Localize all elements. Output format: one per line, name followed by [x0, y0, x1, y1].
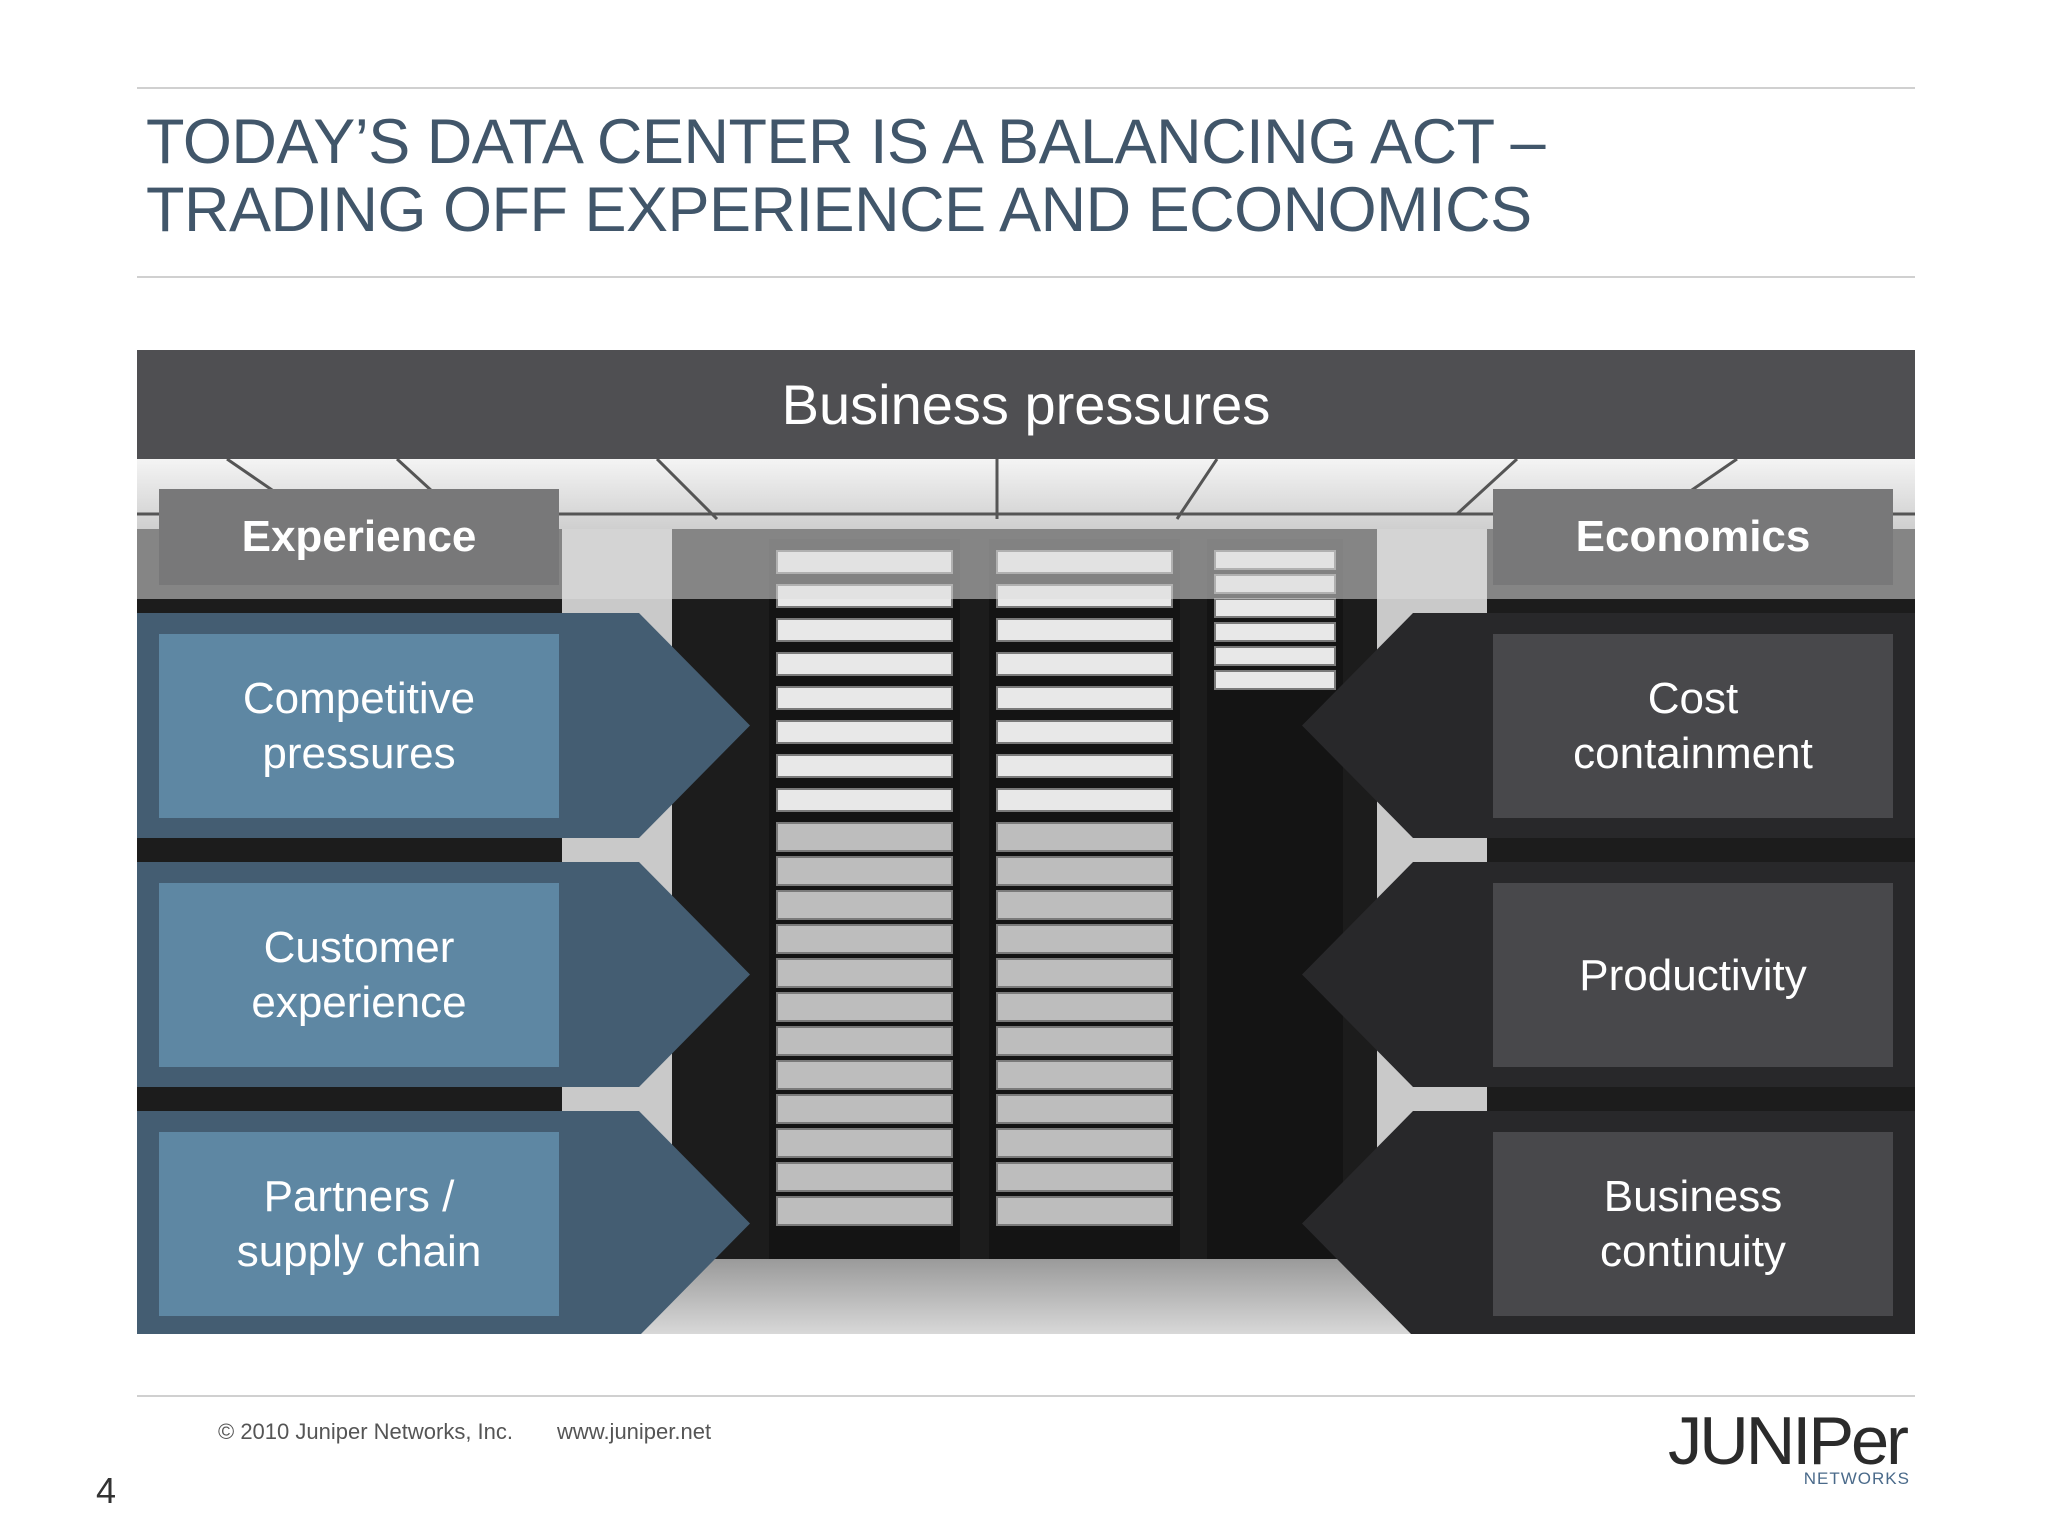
banner-label: Business pressures: [782, 372, 1271, 437]
rack-unit: [777, 1027, 952, 1055]
rack-unit: [997, 925, 1172, 953]
rack-unit: [997, 891, 1172, 919]
rack-unit: [997, 1061, 1172, 1089]
footer-rule: [137, 1395, 1915, 1397]
rack-unit: [777, 1095, 952, 1123]
rack-unit: [997, 1027, 1172, 1055]
rack-unit: [997, 721, 1172, 743]
rack-unit: [997, 959, 1172, 987]
rack-unit: [777, 1129, 952, 1157]
rack-unit: [997, 993, 1172, 1021]
rack-unit: [1215, 671, 1335, 689]
rack-unit: [1215, 599, 1335, 617]
rack-unit: [777, 1197, 952, 1225]
rack-unit: [997, 1163, 1172, 1191]
rack-unit: [777, 891, 952, 919]
rack-unit: [777, 823, 952, 851]
rack-unit: [997, 755, 1172, 777]
rack-unit: [777, 959, 952, 987]
productivity-box: Productivity: [1493, 883, 1893, 1067]
rack-unit: [997, 653, 1172, 675]
rack-unit: [777, 755, 952, 777]
rack-unit: [997, 1197, 1172, 1225]
rack-unit: [777, 619, 952, 641]
rack-unit: [777, 789, 952, 811]
rack-unit: [777, 687, 952, 709]
svg-text:NETWORKS: NETWORKS: [1804, 1469, 1910, 1488]
rack-unit: [777, 721, 952, 743]
rack-unit: [997, 1129, 1172, 1157]
rack-unit: [777, 993, 952, 1021]
partners-supply-chain-box: Partners /supply chain: [159, 1132, 559, 1316]
rack-unit: [777, 653, 952, 675]
rack-unit: [997, 687, 1172, 709]
rack-unit: [1215, 623, 1335, 641]
title-line-2: TRADING OFF EXPERIENCE AND ECONOMICS: [146, 176, 1846, 244]
copyright-notice: © 2010 Juniper Networks, Inc.: [218, 1419, 513, 1445]
business-pressures-diagram: Business pressures: [137, 350, 1915, 1334]
slide-title: TODAY’S DATA CENTER IS A BALANCING ACT –…: [146, 108, 1846, 244]
server-racks: [769, 539, 1343, 1259]
rack-unit: [997, 857, 1172, 885]
rack-unit: [997, 619, 1172, 641]
rack-unit: [997, 1095, 1172, 1123]
rack-unit: [777, 1061, 952, 1089]
top-rule: [137, 87, 1915, 89]
rack-unit: [997, 789, 1172, 811]
footer-url: www.juniper.net: [557, 1419, 711, 1445]
rack-unit: [777, 1163, 952, 1191]
juniper-networks-logo: JUNIPer NETWORKS: [1660, 1408, 1920, 1488]
rack-unit: [777, 925, 952, 953]
rack-unit: [997, 823, 1172, 851]
rack-unit: [777, 857, 952, 885]
slide-number: 4: [96, 1470, 116, 1512]
business-pressures-banner: Business pressures: [137, 350, 1915, 459]
experience-label: Experience: [159, 489, 559, 585]
economics-label: Economics: [1493, 489, 1893, 585]
title-underline-rule: [137, 276, 1915, 278]
rack-unit: [1215, 647, 1335, 665]
title-line-1: TODAY’S DATA CENTER IS A BALANCING ACT –: [146, 108, 1846, 176]
